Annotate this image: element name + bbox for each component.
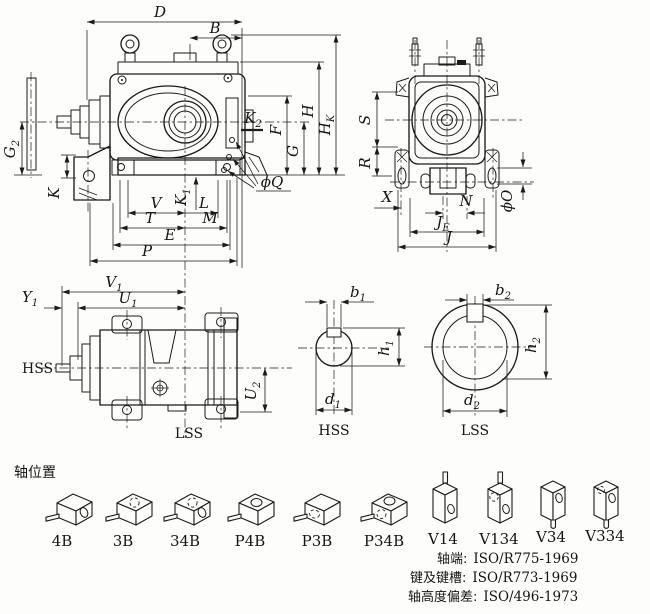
position-icon-p34b bbox=[360, 493, 408, 526]
dim-label-Y1: Y1 bbox=[22, 288, 38, 309]
dim-label-G2: G2 bbox=[1, 140, 22, 158]
dim-label-J: J bbox=[443, 228, 453, 246]
dim-label-K2: K2 bbox=[243, 109, 262, 130]
dim-label-V: V bbox=[151, 194, 164, 212]
dim-label-P: P bbox=[141, 242, 153, 260]
dim-label-d1: d1 bbox=[325, 390, 341, 411]
front-view: D B F G H HK K2 ϕQ G2 bbox=[1, 3, 345, 438]
lss-section-label: LSS bbox=[461, 423, 489, 439]
lss-shaft-section: b2 h2 d2 LSS bbox=[424, 281, 552, 439]
position-label-v134: V134 bbox=[478, 530, 518, 548]
position-icon-3b bbox=[105, 493, 153, 526]
position-icon-v14 bbox=[432, 471, 458, 524]
position-label-v334: V334 bbox=[584, 527, 624, 545]
dim-label-HK: HK bbox=[316, 114, 337, 136]
dim-label-JE: JE bbox=[433, 213, 450, 234]
dim-label-d2: d2 bbox=[464, 391, 480, 412]
hss-shaft-label: HSS bbox=[22, 361, 53, 377]
position-label-4b: 4B bbox=[52, 532, 73, 550]
position-icon-v334 bbox=[593, 480, 619, 529]
front-view-dimensions: D B F G H HK K2 ϕQ G2 bbox=[1, 3, 345, 268]
dim-label-h1: h1 bbox=[375, 340, 396, 356]
hss-shaft-section: b1 h1 d1 HSS bbox=[298, 283, 405, 439]
dim-label-G: G bbox=[284, 145, 302, 157]
position-label-p3b: P3B bbox=[302, 532, 333, 550]
standards-notes: 轴端:ISO/R775-1969 键及键槽:ISO/R773-1969 轴高度偏… bbox=[408, 551, 578, 605]
position-label-p34b: P34B bbox=[364, 532, 404, 550]
dim-label-F: F bbox=[267, 124, 285, 136]
shaft-positions: 轴位置 bbox=[14, 465, 625, 550]
standard-shaft-end: 轴端:ISO/R775-1969 bbox=[437, 551, 578, 567]
dim-label-E: E bbox=[164, 226, 176, 244]
position-icon-v34 bbox=[540, 480, 566, 529]
dim-label-phiQ: ϕQ bbox=[261, 173, 284, 191]
position-icon-4b bbox=[45, 493, 93, 526]
eyebolt-left bbox=[120, 34, 140, 63]
position-label-p4b: P4B bbox=[235, 532, 266, 550]
side-view-dimensions: S R X N ϕO JE J bbox=[356, 91, 532, 252]
side-view: S R X N ϕO JE J bbox=[356, 37, 534, 252]
dim-label-U2: U2 bbox=[242, 381, 263, 400]
dim-label-B: B bbox=[208, 19, 220, 37]
dim-label-M: M bbox=[201, 209, 218, 227]
dim-label-T: T bbox=[145, 209, 156, 227]
dim-label-L: L bbox=[198, 194, 209, 212]
dim-label-H: H bbox=[299, 104, 317, 119]
dim-label-K: K bbox=[45, 187, 63, 200]
dim-label-phiO: ϕO bbox=[498, 190, 516, 213]
shaft-positions-title: 轴位置 bbox=[14, 465, 56, 481]
position-label-v34: V34 bbox=[535, 528, 566, 546]
lss-shaft-label: LSS bbox=[175, 426, 203, 442]
dim-label-N: N bbox=[458, 192, 473, 210]
plan-view: V1 U1 Y1 U2 HSS LSS bbox=[22, 273, 292, 442]
position-icon-p4b bbox=[227, 493, 275, 526]
position-icon-34b bbox=[163, 493, 211, 526]
dim-label-R: R bbox=[356, 157, 374, 169]
position-label-3b: 3B bbox=[113, 532, 134, 550]
dim-label-S: S bbox=[356, 115, 374, 125]
dim-label-U1: U1 bbox=[118, 289, 137, 310]
dim-label-h2: h2 bbox=[522, 337, 543, 353]
eyebolt-right bbox=[212, 34, 232, 63]
dim-label-b2: b2 bbox=[495, 281, 511, 302]
dim-label-K1: K1 bbox=[172, 188, 193, 207]
dim-label-V1: V1 bbox=[105, 273, 122, 294]
dim-label-b1: b1 bbox=[350, 283, 366, 304]
standard-shaft-height: 轴高度偏差:ISO/496-1973 bbox=[408, 589, 578, 605]
dim-label-X: X bbox=[381, 188, 394, 206]
position-icon-p3b bbox=[293, 493, 341, 526]
position-label-v14: V14 bbox=[427, 530, 458, 548]
position-label-34b: 34B bbox=[170, 532, 200, 550]
side-view-bolts bbox=[409, 37, 485, 66]
dim-label-D: D bbox=[153, 3, 166, 21]
position-icon-v134 bbox=[487, 471, 513, 524]
hss-section-label: HSS bbox=[318, 423, 349, 439]
standard-key-keyway: 键及键槽:ISO/R773-1969 bbox=[410, 570, 577, 586]
